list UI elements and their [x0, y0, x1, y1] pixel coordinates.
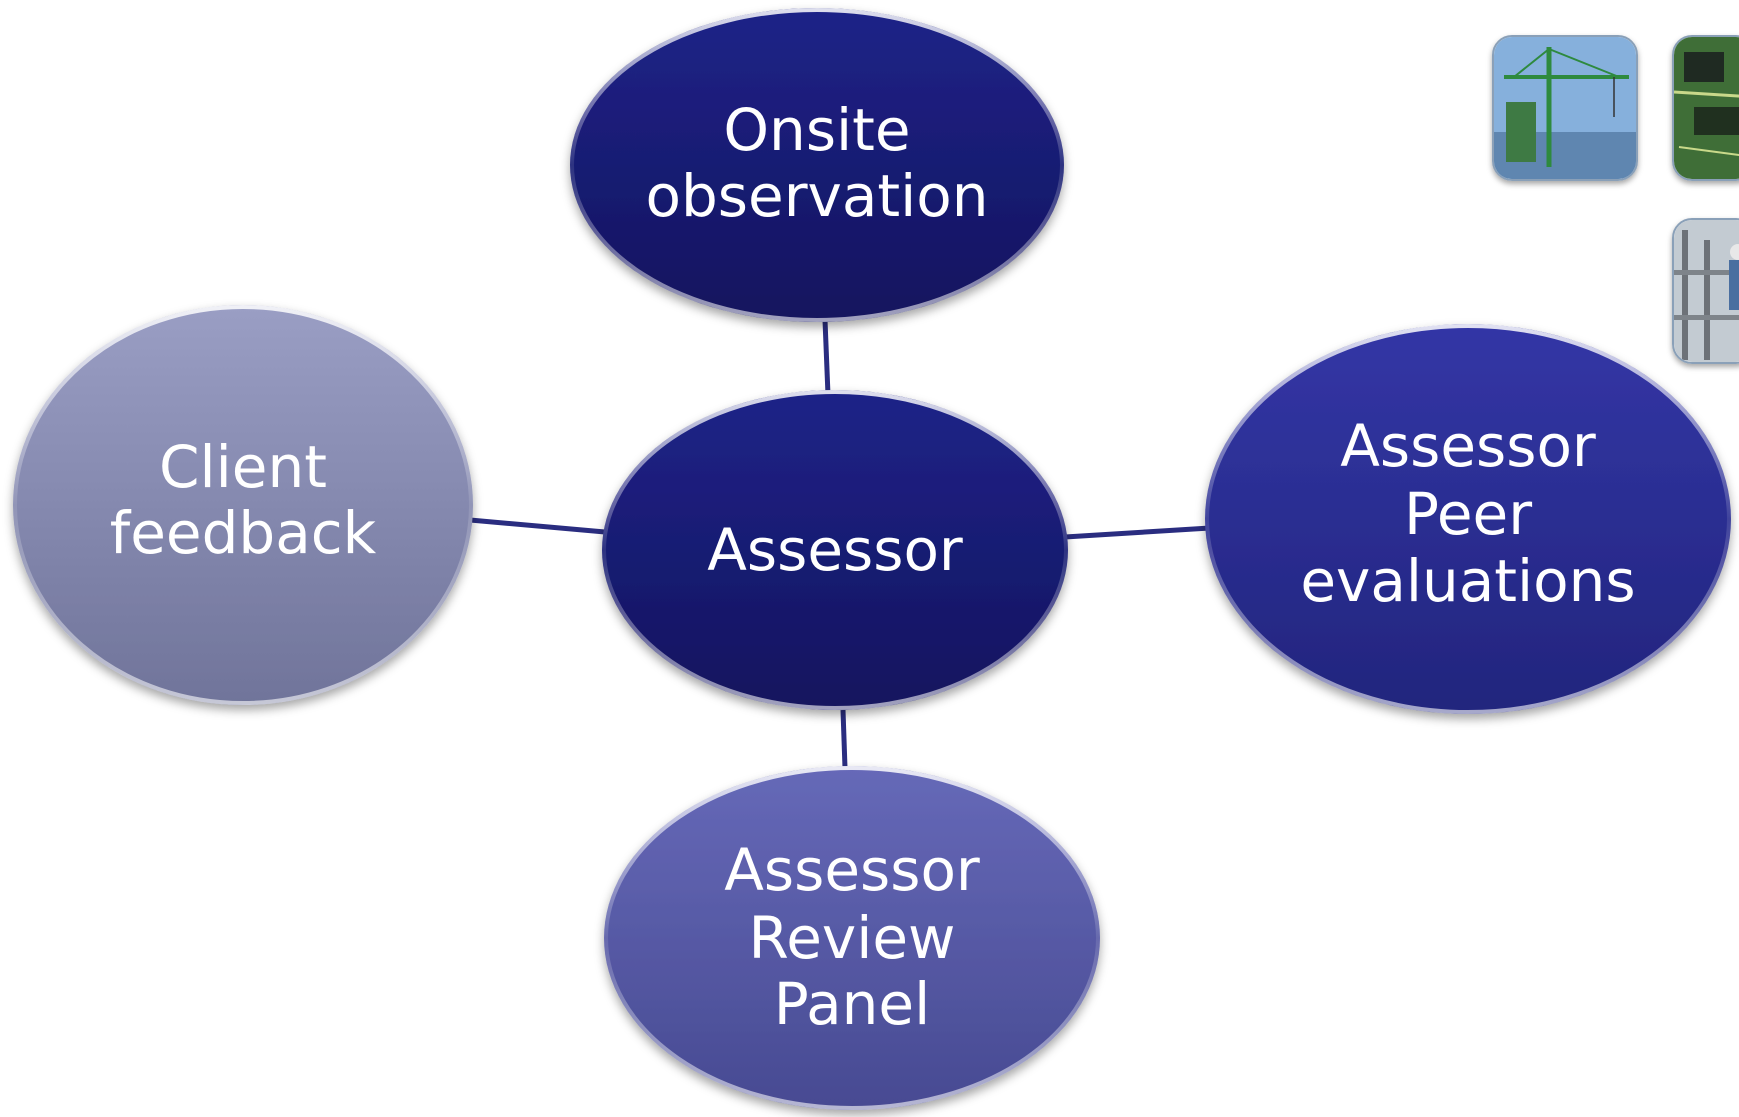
- node-peer-evaluations: Assessor Peer evaluations: [1205, 324, 1731, 714]
- node-client-feedback: Client feedback: [13, 305, 473, 705]
- node-review-label-2: Review: [749, 904, 956, 972]
- node-review-label-3: Panel: [774, 970, 930, 1038]
- node-onsite-label-1: Onsite: [723, 96, 910, 164]
- connector-review: [840, 709, 848, 769]
- node-peer-label-2: Peer: [1404, 480, 1532, 548]
- node-peer-label-3: evaluations: [1300, 547, 1635, 615]
- connector-onsite: [822, 319, 831, 396]
- node-center-assessor: Assessor: [602, 390, 1068, 710]
- node-center-label: Assessor: [707, 516, 963, 584]
- connector-peer: [1064, 525, 1211, 540]
- node-client-label-1: Client: [159, 433, 327, 501]
- node-peer-label-1: Assessor: [1340, 412, 1596, 480]
- circuit-board-photo: [1672, 35, 1739, 181]
- node-onsite-label-2: observation: [645, 162, 988, 230]
- crane-construction-photo: [1492, 35, 1638, 181]
- node-review-label-1: Assessor: [724, 836, 980, 904]
- connector-client: [469, 517, 606, 535]
- node-review-panel: Assessor Review Panel: [604, 766, 1100, 1110]
- node-client-label-2: feedback: [110, 499, 377, 567]
- industrial-worker-photo: [1672, 218, 1739, 364]
- node-onsite-observation: Onsite observation: [570, 8, 1064, 322]
